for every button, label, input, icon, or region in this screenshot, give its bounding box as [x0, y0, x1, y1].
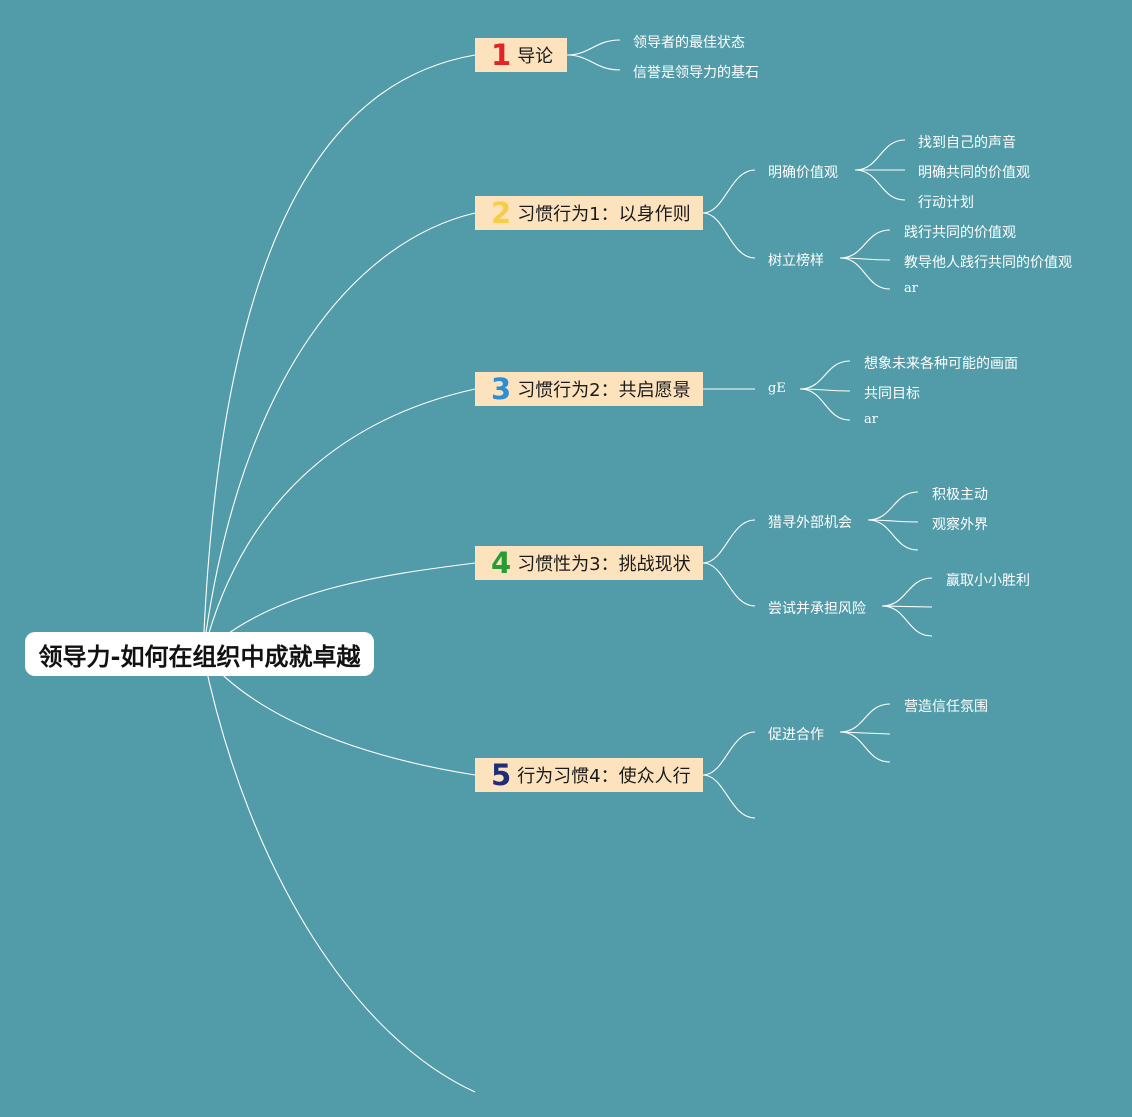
branch-3[interactable]: 3 习惯行为2：共启愿景: [475, 372, 703, 406]
topic-1-1[interactable]: 领导者的最佳状态: [633, 35, 745, 51]
topic-2-2-1[interactable]: 践行共同的价值观: [904, 225, 1016, 241]
topic-5-1[interactable]: 促进合作: [768, 727, 824, 743]
central-topic[interactable]: 领导力-如何在组织中成就卓越: [25, 632, 374, 676]
topic-4-1-2[interactable]: 观察外界: [932, 517, 988, 533]
topic-2-1-1[interactable]: 找到自己的声音: [918, 135, 1016, 151]
branch-1[interactable]: 1 导论: [475, 38, 567, 72]
topic-4-1[interactable]: 猎寻外部机会: [768, 515, 852, 531]
number-3-icon: 3: [491, 371, 512, 406]
topic-2-1[interactable]: 明确价值观: [768, 165, 838, 181]
topic-3-1[interactable]: gE: [768, 381, 786, 396]
topic-3-1-1[interactable]: 想象未来各种可能的画面: [864, 356, 1018, 372]
topic-4-2[interactable]: 尝试并承担风险: [768, 601, 866, 617]
topic-4-2-1[interactable]: 赢取小小胜利: [946, 573, 1030, 589]
branch-1-label: 导论: [517, 46, 554, 67]
number-4-icon: 4: [491, 545, 512, 580]
branch-3-label: 习惯行为2：共启愿景: [517, 380, 691, 401]
topic-4-1-1[interactable]: 积极主动: [932, 487, 988, 503]
topic-2-1-2[interactable]: 明确共同的价值观: [918, 165, 1030, 181]
branch-4-label: 习惯性为3：挑战现状: [517, 554, 691, 575]
branch-5[interactable]: 5 行为习惯4：使众人行: [475, 758, 703, 792]
branch-4[interactable]: 4 习惯性为3：挑战现状: [475, 546, 703, 580]
topic-3-1-2[interactable]: 共同目标: [864, 386, 920, 402]
branch-2-label: 习惯行为1：以身作则: [517, 204, 691, 225]
number-1-icon: 1: [491, 37, 512, 72]
topic-2-1-3[interactable]: 行动计划: [918, 195, 974, 211]
central-topic-label: 领导力-如何在组织中成就卓越: [38, 642, 361, 671]
topic-3-1-3[interactable]: ar: [864, 412, 878, 427]
topic-1-2[interactable]: 信誉是领导力的基石: [633, 65, 759, 81]
topic-2-2-2[interactable]: 教导他人践行共同的价值观: [904, 255, 1072, 271]
topic-2-2[interactable]: 树立榜样: [768, 253, 824, 269]
topic-5-1-1[interactable]: 营造信任氛围: [904, 699, 988, 715]
number-2-icon: 2: [491, 195, 512, 230]
branch-2[interactable]: 2 习惯行为1：以身作则: [475, 196, 703, 230]
number-5-icon: 5: [491, 757, 512, 792]
topic-2-2-3[interactable]: ar: [904, 281, 918, 296]
branch-5-label: 行为习惯4：使众人行: [517, 766, 691, 787]
